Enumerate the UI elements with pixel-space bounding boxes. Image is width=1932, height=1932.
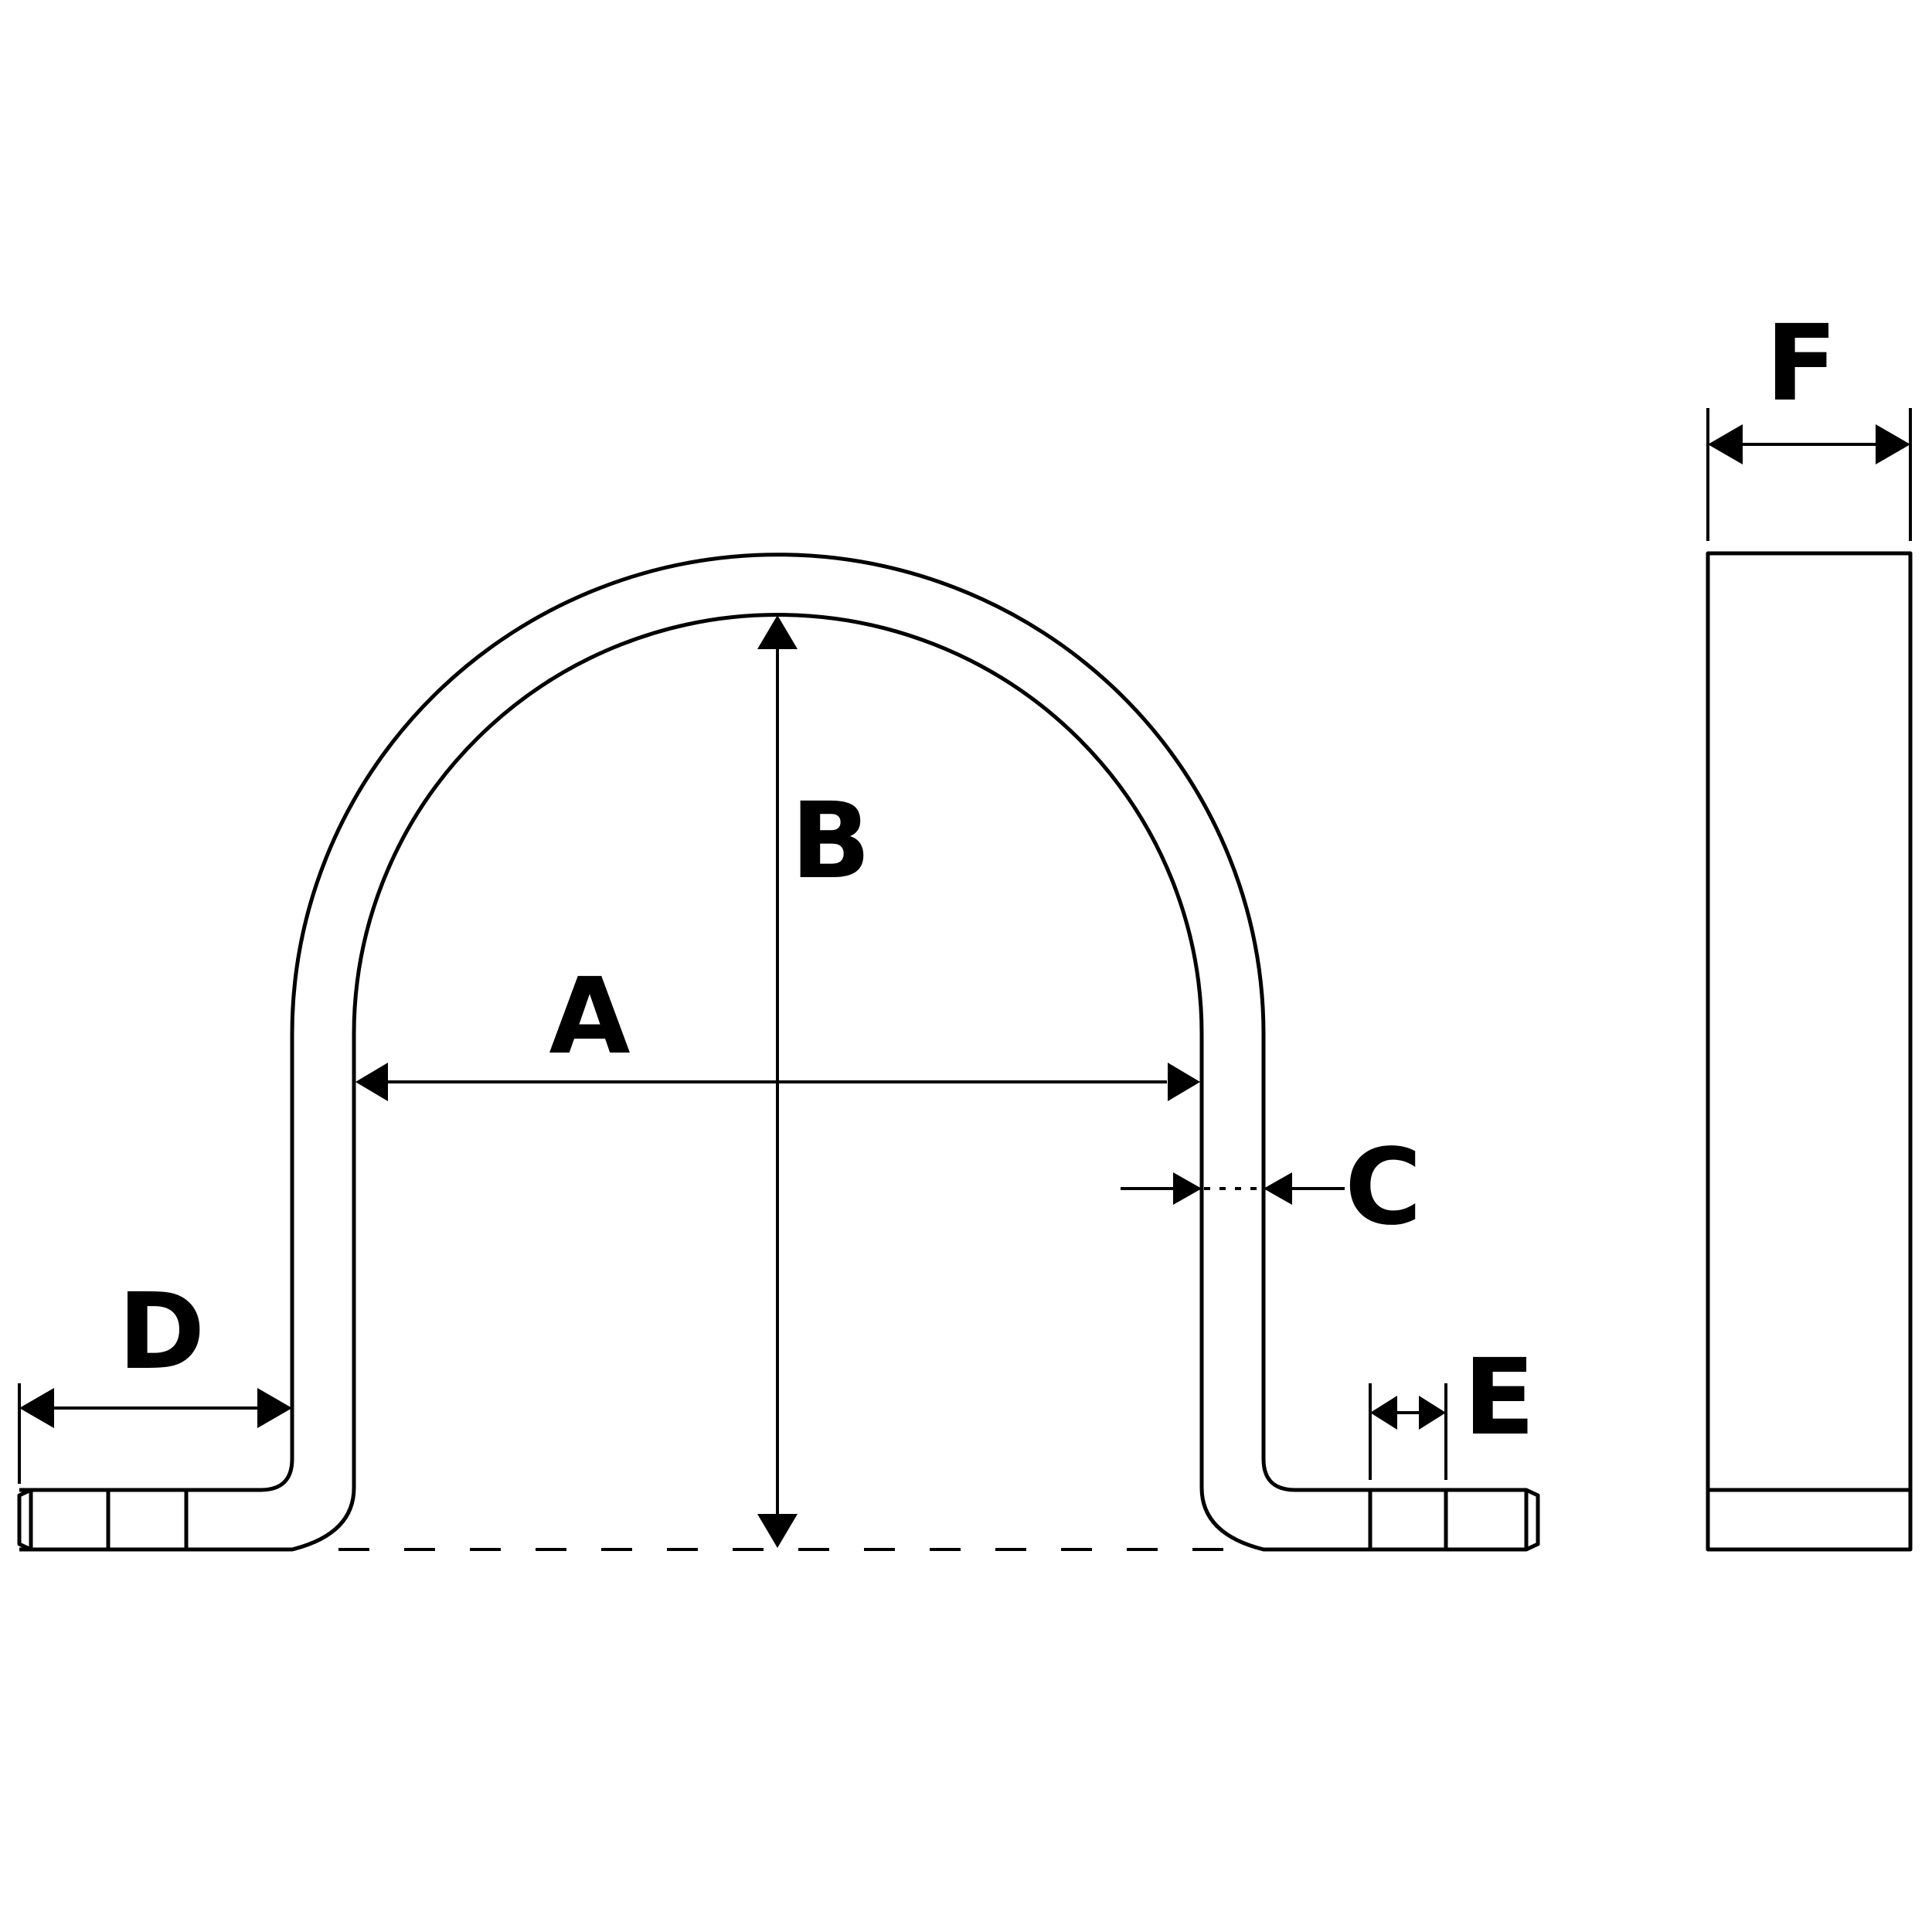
dimension-e: E — [1369, 1337, 1536, 1480]
dimension-e-arrow-right — [1419, 1396, 1446, 1430]
bracket-side-view — [1706, 551, 1913, 1552]
dimension-c-arrow-left — [1173, 1172, 1202, 1205]
dimension-f-label: F — [1766, 303, 1838, 425]
dimension-a-label: A — [549, 956, 630, 1078]
dimension-b: B — [757, 615, 871, 1548]
dimension-a: A — [355, 956, 1200, 1101]
dimension-d-label: D — [118, 1271, 206, 1393]
dimension-c: C — [1121, 1127, 1422, 1249]
dimension-d-arrow-right — [257, 1388, 292, 1428]
left-foot-end — [17, 1488, 33, 1552]
dimension-a-arrow-right — [1168, 1063, 1200, 1101]
dimension-b-label: B — [791, 781, 871, 903]
dimension-d: D — [18, 1271, 292, 1484]
bracket-front-view — [17, 553, 1540, 1552]
dimension-b-arrow-top — [757, 615, 798, 649]
dimension-b-arrow-bottom — [757, 1514, 798, 1548]
dimension-d-arrow-left — [19, 1388, 54, 1428]
bracket-inner-contour — [19, 613, 1526, 1552]
dimension-f-arrow-left — [1708, 424, 1743, 464]
dimension-e-arrow-left — [1370, 1396, 1397, 1430]
dimension-a-arrow-left — [355, 1063, 388, 1101]
side-view-body — [1706, 551, 1913, 1552]
dimension-e-label: E — [1464, 1337, 1536, 1459]
right-foot-end — [1524, 1488, 1540, 1552]
dimension-c-arrow-right — [1264, 1172, 1292, 1205]
dimension-f-arrow-right — [1876, 424, 1910, 464]
dimension-f: F — [1706, 303, 1912, 541]
bracket-outer-contour — [19, 553, 1526, 1492]
dimension-c-label: C — [1345, 1127, 1422, 1249]
